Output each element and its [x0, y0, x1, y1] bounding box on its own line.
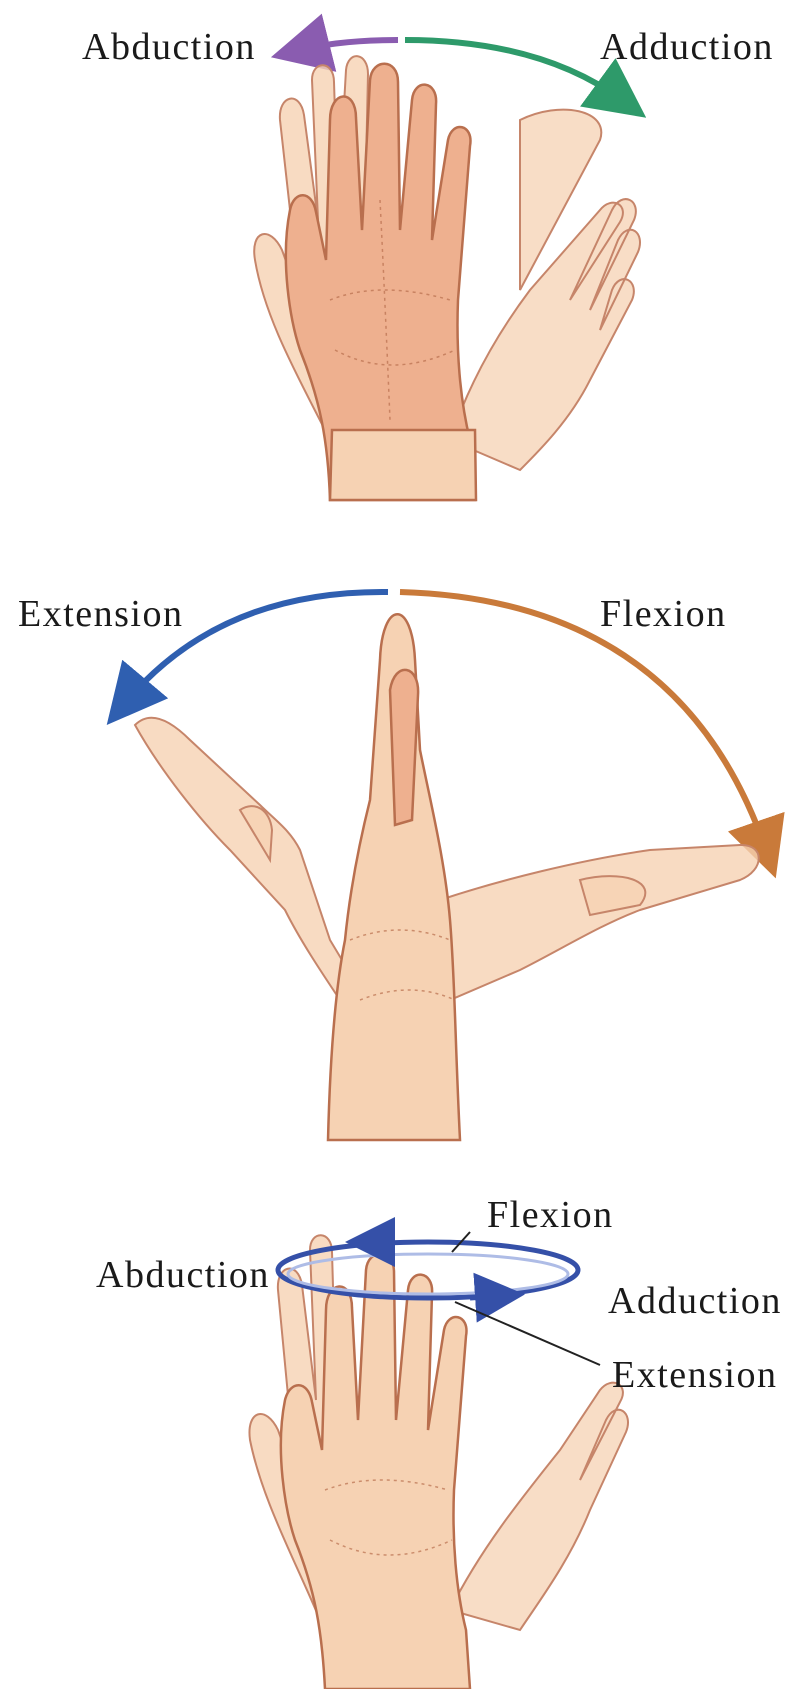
hand-extended	[135, 718, 360, 1000]
hand-vertical	[328, 614, 460, 1140]
label-abduction: Abduction	[82, 28, 256, 66]
label-flexion-3: Flexion	[487, 1196, 614, 1234]
hand-flexed	[440, 845, 759, 1000]
label-extension: Extension	[18, 595, 183, 633]
abduction-arrow	[300, 40, 398, 50]
panel-abduction-adduction: Abduction Adduction	[0, 0, 803, 520]
panel-circumduction: Abduction Flexion Adduction Extension	[0, 1180, 803, 1689]
hand-main-3	[281, 1254, 470, 1689]
hand-ghost-adducted	[450, 1383, 628, 1630]
leader-extension	[455, 1302, 600, 1365]
hand-illustration-2	[0, 560, 803, 1160]
label-flexion: Flexion	[600, 595, 727, 633]
hand-illustration-1	[0, 0, 803, 520]
label-abduction-3: Abduction	[96, 1256, 270, 1294]
adduction-arrow	[405, 40, 622, 100]
label-extension-3: Extension	[612, 1356, 777, 1394]
panel-extension-flexion: Extension Flexion	[0, 560, 803, 1160]
label-adduction: Adduction	[600, 28, 774, 66]
hand-ghost-right	[450, 110, 640, 470]
label-adduction-3: Adduction	[608, 1282, 782, 1320]
